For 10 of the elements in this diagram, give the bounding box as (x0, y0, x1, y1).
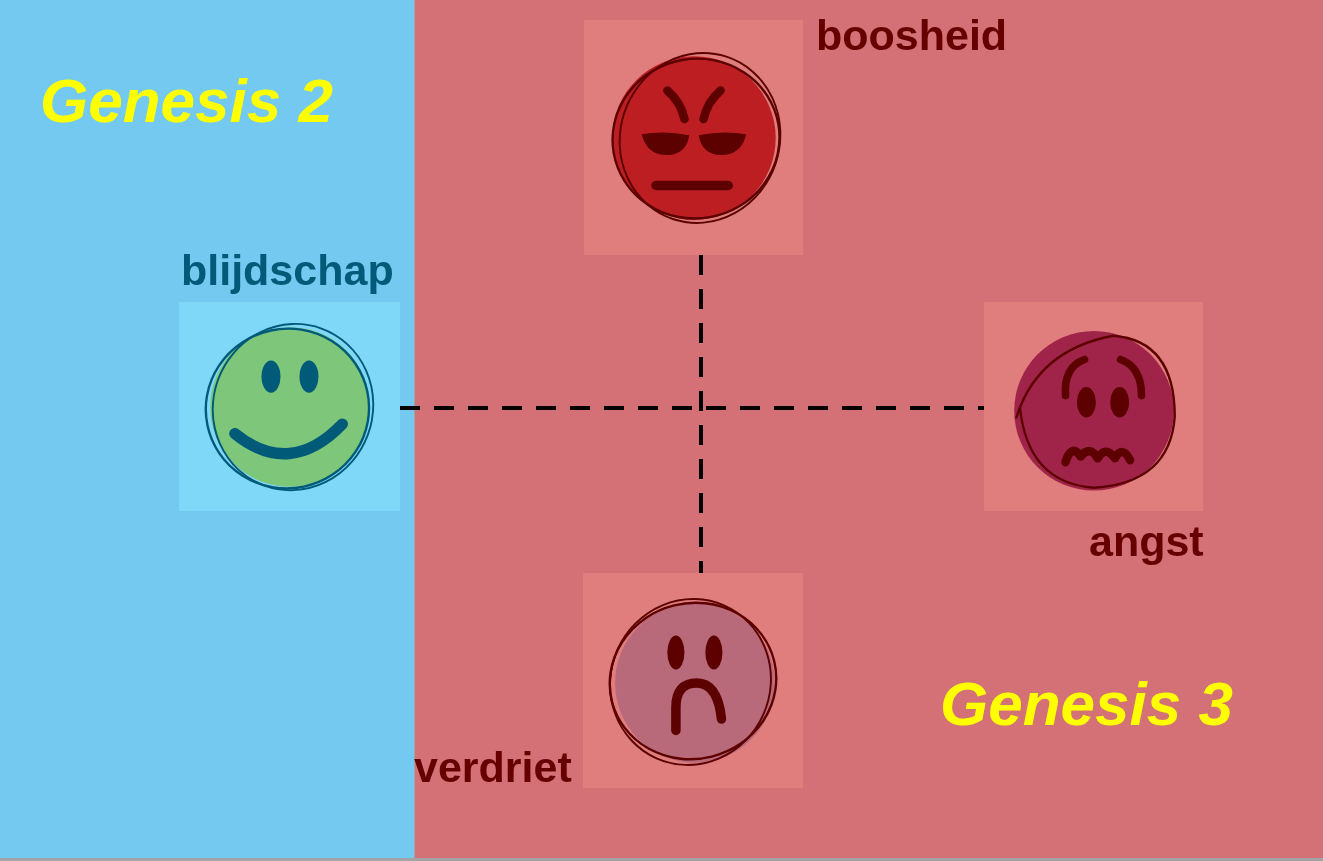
band-heading: Genesis 2 (40, 70, 333, 132)
dashed-line (400, 406, 984, 410)
dashed-line (699, 255, 703, 573)
band (0, 0, 414, 858)
band (415, 0, 1323, 858)
emotion-label: verdriet (414, 746, 572, 789)
emotion-label: angst (1089, 520, 1204, 563)
emotion-label: blijdschap (181, 249, 394, 292)
emotion-label: boosheid (816, 14, 1008, 57)
band-heading: Genesis 3 (940, 673, 1233, 735)
